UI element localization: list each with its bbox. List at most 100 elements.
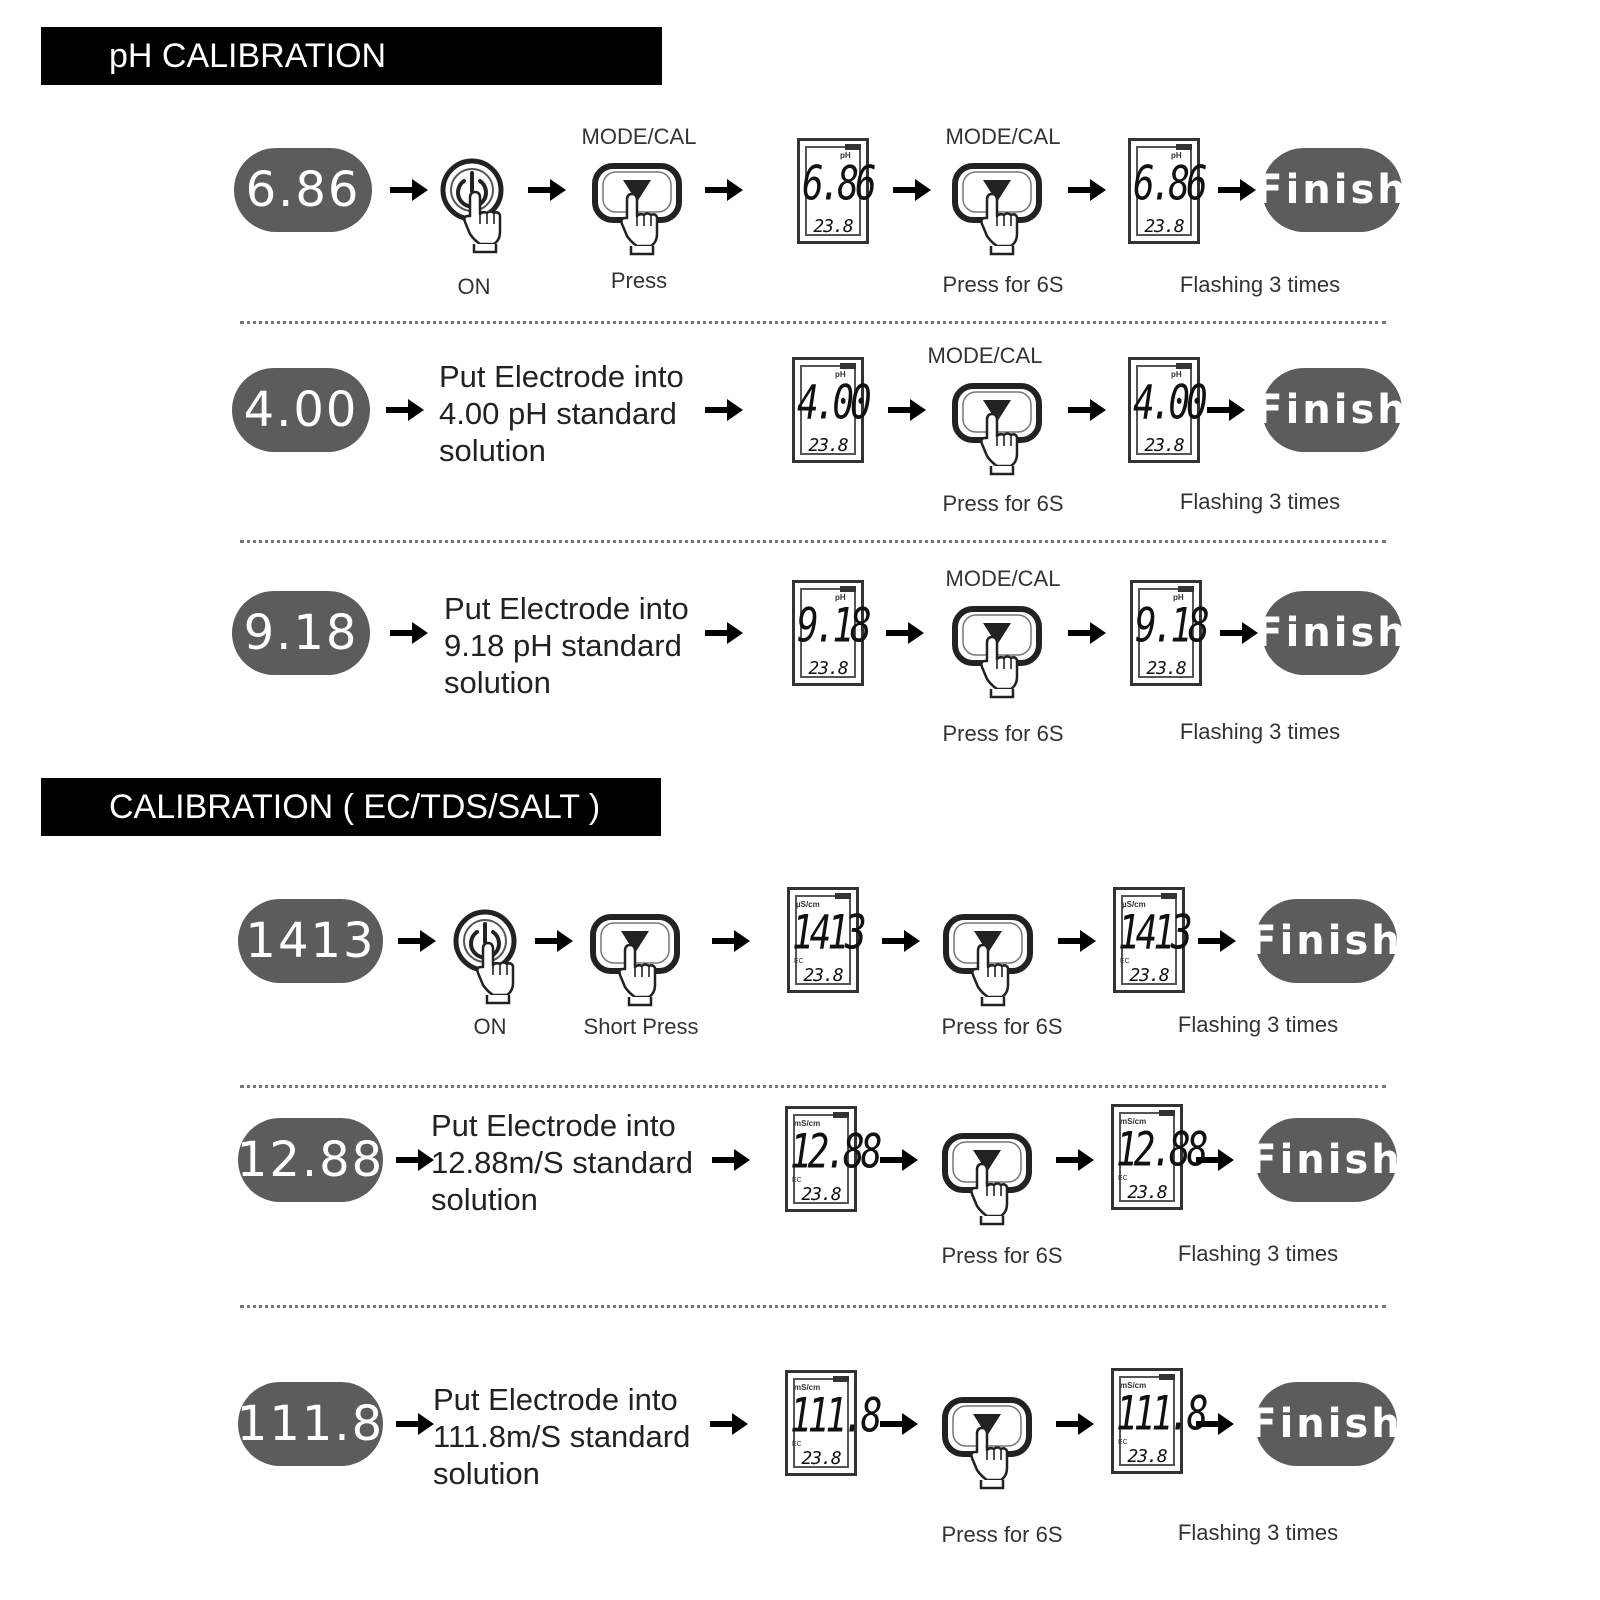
finish-pill: Finish bbox=[1255, 591, 1406, 675]
lcd-frame bbox=[1121, 895, 1177, 985]
lcd-unit: mS/cm bbox=[1120, 1117, 1147, 1126]
lcd-unit: mS/cm bbox=[794, 1383, 821, 1392]
press-for-6s-label: Press for 6S bbox=[941, 1243, 1063, 1268]
press-label: Press bbox=[610, 268, 668, 293]
lcd-unit: µS/cm bbox=[796, 900, 820, 909]
battery-icon bbox=[1159, 1374, 1175, 1380]
flashing-label: Flashing 3 times bbox=[1179, 719, 1341, 744]
section-divider bbox=[240, 1305, 1386, 1308]
lcd-reading: 6.86 bbox=[802, 158, 877, 212]
right-arrow-icon bbox=[1068, 622, 1106, 644]
flashing-label: Flashing 3 times bbox=[1179, 489, 1341, 514]
mode-cal-button-press-icon bbox=[951, 380, 1043, 480]
lcd-temperature: 23.8 bbox=[1146, 658, 1186, 679]
lcd-reading: 9.18 bbox=[1135, 600, 1210, 654]
right-arrow-icon bbox=[880, 1413, 918, 1435]
lcd-unit: pH bbox=[840, 151, 851, 160]
flashing-label: Flashing 3 times bbox=[1177, 1241, 1339, 1266]
mode-cal-button-press-icon bbox=[941, 1130, 1033, 1230]
short-press-label: Short Press bbox=[583, 1014, 699, 1039]
lcd-reading: 9.18 bbox=[797, 600, 872, 654]
lcd-reading: 4.00 bbox=[1133, 377, 1208, 431]
ec-indicator: EC bbox=[1118, 1175, 1128, 1182]
right-arrow-icon bbox=[1196, 1413, 1234, 1435]
lcd-frame bbox=[1119, 1376, 1175, 1466]
right-arrow-icon bbox=[712, 1149, 750, 1171]
lcd-reading: 12.88 bbox=[790, 1126, 882, 1180]
lcd-frame bbox=[800, 588, 856, 678]
flashing-label: Flashing 3 times bbox=[1179, 272, 1341, 297]
ec-indicator: EC bbox=[792, 1441, 802, 1448]
instruction-text: Put Electrode into 9.18 pH standard solu… bbox=[444, 591, 689, 700]
calibration-value-pill: 1413 bbox=[238, 899, 383, 983]
right-arrow-icon bbox=[528, 179, 566, 201]
battery-icon bbox=[1178, 586, 1194, 592]
lcd-temperature: 23.8 bbox=[801, 1184, 841, 1205]
lcd-reading: 6.86 bbox=[1133, 158, 1208, 212]
lcd-reading: 111.8 bbox=[790, 1390, 882, 1444]
mode-cal-label: MODE/CAL bbox=[945, 124, 1061, 149]
power-button-press-icon bbox=[447, 909, 527, 1009]
mode-cal-button-press-icon bbox=[941, 1394, 1033, 1494]
lcd-frame bbox=[1119, 1112, 1175, 1202]
on-label: ON bbox=[473, 1014, 507, 1039]
ec-indicator: EC bbox=[1118, 1439, 1128, 1446]
lcd-temperature: 23.8 bbox=[803, 965, 843, 986]
calibration-value-pill: 111.8 bbox=[237, 1382, 383, 1466]
mode-cal-button-press-icon bbox=[591, 160, 683, 260]
instruction-text: Put Electrode into 4.00 pH standard solu… bbox=[439, 359, 684, 468]
flashing-label: Flashing 3 times bbox=[1177, 1012, 1339, 1037]
right-arrow-icon bbox=[1198, 930, 1236, 952]
ec-indicator: EC bbox=[794, 958, 804, 965]
calibration-value-pill: 6.86 bbox=[234, 148, 372, 232]
lcd-frame bbox=[1136, 365, 1192, 455]
right-arrow-icon bbox=[1068, 179, 1106, 201]
right-arrow-icon bbox=[390, 622, 428, 644]
battery-icon bbox=[835, 893, 851, 899]
right-arrow-icon bbox=[396, 1149, 434, 1171]
right-arrow-icon bbox=[1058, 930, 1096, 952]
section-divider bbox=[240, 540, 1386, 543]
section-title-ec: CALIBRATION ( EC/TDS/SALT ) bbox=[41, 778, 661, 836]
lcd-frame bbox=[800, 365, 856, 455]
lcd-temperature: 23.8 bbox=[801, 1448, 841, 1469]
press-for-6s-label: Press for 6S bbox=[941, 1014, 1063, 1039]
mode-cal-button-press-icon bbox=[951, 603, 1043, 703]
lcd-frame bbox=[793, 1114, 849, 1204]
lcd-unit: pH bbox=[835, 593, 846, 602]
lcd-unit: pH bbox=[1171, 151, 1182, 160]
instruction-text: Put Electrode into 111.8m/S standard sol… bbox=[433, 1382, 691, 1491]
right-arrow-icon bbox=[705, 179, 743, 201]
right-arrow-icon bbox=[396, 1413, 434, 1435]
right-arrow-icon bbox=[390, 179, 428, 201]
on-label: ON bbox=[457, 274, 491, 299]
battery-icon bbox=[1176, 144, 1192, 150]
mode-cal-button-press-icon bbox=[951, 160, 1043, 260]
calibration-value-pill: 4.00 bbox=[232, 368, 370, 452]
battery-icon bbox=[1161, 893, 1177, 899]
lcd-reading: 111.8 bbox=[1116, 1388, 1208, 1442]
lcd-frame bbox=[805, 146, 861, 236]
lcd-reading: 4.00 bbox=[797, 377, 872, 431]
right-arrow-icon bbox=[893, 179, 931, 201]
right-arrow-icon bbox=[535, 930, 573, 952]
power-button-press-icon bbox=[434, 158, 514, 258]
lcd-frame bbox=[795, 895, 851, 985]
press-for-6s-label: Press for 6S bbox=[942, 272, 1064, 297]
right-arrow-icon bbox=[882, 930, 920, 952]
right-arrow-icon bbox=[398, 930, 436, 952]
lcd-unit: pH bbox=[1173, 593, 1184, 602]
right-arrow-icon bbox=[888, 399, 926, 421]
calibration-value-pill: 12.88 bbox=[237, 1118, 383, 1202]
finish-pill: Finish bbox=[1255, 368, 1406, 452]
lcd-temperature: 23.8 bbox=[808, 435, 848, 456]
finish-pill: Finish bbox=[1249, 899, 1400, 983]
